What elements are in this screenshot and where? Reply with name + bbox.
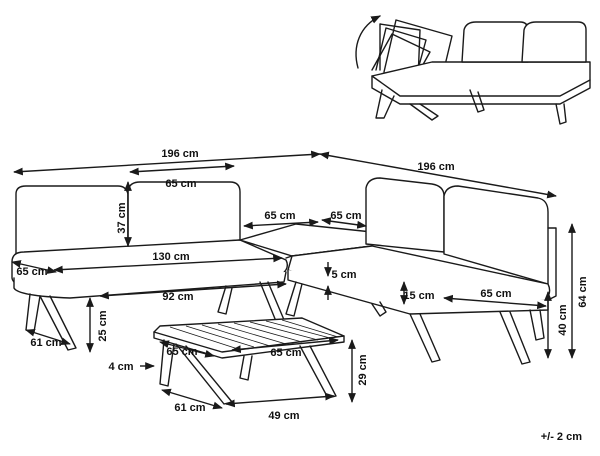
ghost-backrest-3 [379,23,421,81]
tolerance-note: +/- 2 cm [541,431,582,443]
label-seat-depth-left: 65 cm [16,266,47,278]
label-back-cushion-width: 65 cm [165,178,196,190]
inset-leg-3 [469,89,485,113]
right-leg-front-b [499,311,531,365]
right-leg-mid [371,301,387,317]
label-table-depth: 65 cm [166,346,197,358]
coffee-table-illustration [153,317,345,405]
inset-leg-2 [409,103,439,121]
dim-line-corner-width [243,218,319,230]
inset-leg-4 [555,103,567,125]
recline-arrow-icon [355,15,381,69]
dim-line-table-depth [159,340,215,358]
left-leg-mid [217,285,233,315]
dim-line-corner-depth [321,217,367,229]
dim-line-table-width [231,336,339,354]
label-table-base-length: 49 cm [268,410,299,422]
ghost-backrest-2 [375,27,427,85]
table-leg-front-left [159,339,175,387]
table-leg-back-right [299,345,337,399]
dim-line-leg-spread [25,328,71,346]
left-leg-front-a [25,293,41,333]
dim-line-seat-depth-right [443,294,547,310]
label-width-left: 196 cm [161,148,199,160]
left-back-cushion-1 [15,185,129,255]
inset-back-cushion-left [461,21,529,63]
label-seat-height: 40 cm [557,304,569,335]
label-leg-spread: 61 cm [30,337,61,349]
label-base-length: 92 cm [162,291,193,303]
table-top-edge [153,331,345,359]
right-leg-front-a [409,313,441,363]
table-slats [169,319,339,350]
label-cushion-thickness: 15 cm [403,290,434,302]
left-back-cushion-2 [127,181,241,251]
label-table-width: 65 cm [270,347,301,359]
inset-back-cushion-right [521,21,587,63]
label-clearance: 25 cm [97,310,109,341]
dim-line-base-length [99,280,287,300]
label-seat-gap: 5 cm [331,269,356,281]
dim-line-seat-length [53,254,283,274]
label-table-top-thickness: 4 cm [108,361,133,373]
table-leg-back-left [239,355,253,381]
label-width-right: 196 cm [417,161,455,173]
right-armrest [547,227,557,301]
inset-seat-edge [371,75,591,105]
label-table-height: 29 cm [357,354,369,385]
label-table-leg-spread: 61 cm [174,402,205,414]
label-seat-length: 130 cm [152,251,190,263]
ghost-backrest-4 [383,19,453,87]
right-back-cushion-1 [365,177,445,253]
left-leg-front-b [39,295,77,351]
label-seat-depth-right: 65 cm [480,288,511,300]
label-back-height: 37 cm [116,202,128,233]
label-total-height: 64 cm [577,276,589,307]
corner-leg [285,281,303,317]
dimension-labels: 196 cm 196 cm 65 cm 37 cm 65 cm 65 cm 13… [16,148,589,443]
dim-line-table-base-length [225,392,335,408]
dim-line-seat-depth-left [11,260,57,274]
dim-line-table-leg-spread [161,388,223,410]
inset-seat [371,61,591,97]
dim-line-width-right [319,151,557,199]
label-corner-depth: 65 cm [330,210,361,222]
dimension-lines [11,150,576,410]
recline-inset-illustration [355,15,591,125]
label-corner-width: 65 cm [264,210,295,222]
dim-line-back-cushion [129,162,235,176]
inset-leg-1 [375,89,395,119]
right-leg-back [529,309,545,341]
